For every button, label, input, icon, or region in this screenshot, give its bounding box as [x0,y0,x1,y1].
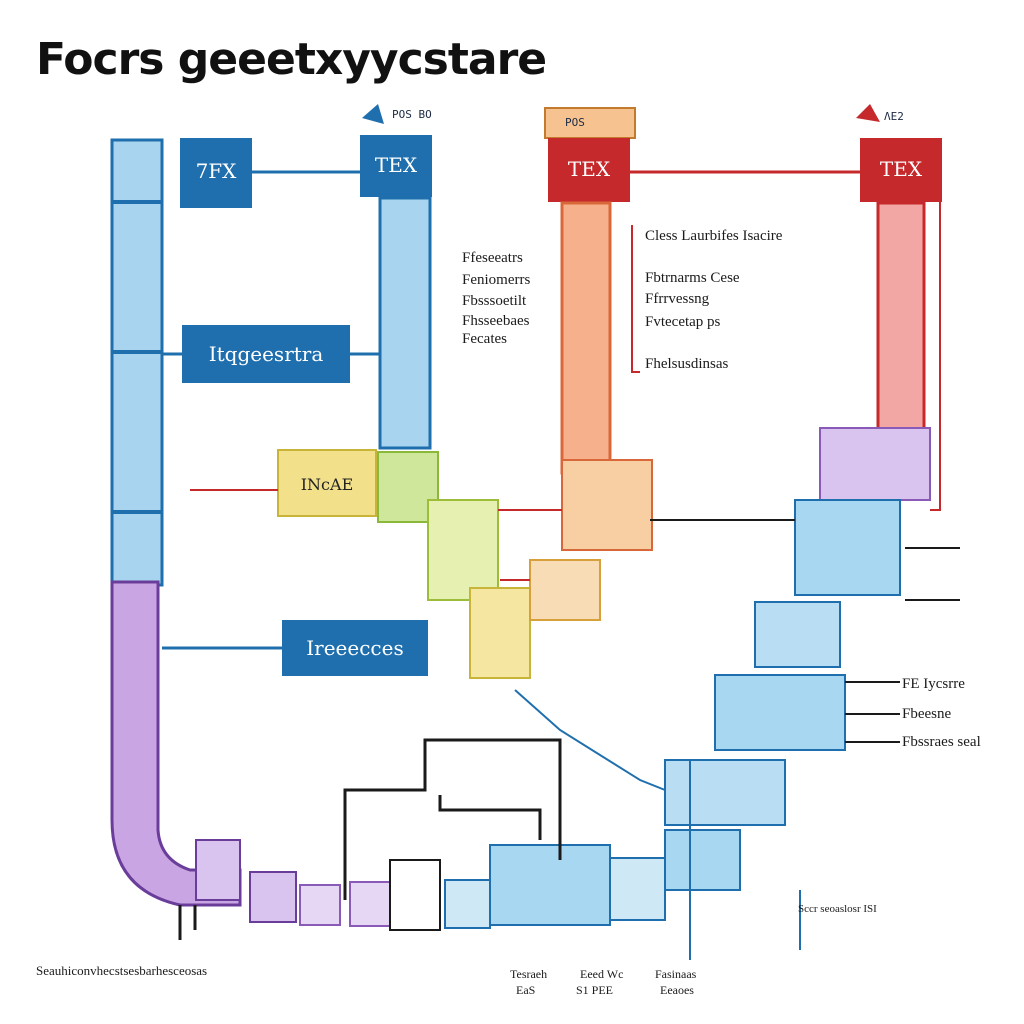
right-red-bracket [924,199,941,511]
center-red-cap [544,107,636,139]
center-list-item: Fecates [462,331,507,347]
yellow-box-label: INcAE [301,475,354,494]
right-list-item: Fhelsusdinsas [645,356,729,372]
yellow-box [277,449,377,517]
right-list-bracket [631,225,640,373]
left-header-box [180,138,252,208]
center-red-tag: POS [565,116,585,129]
footer-mid2-text-2: S1 PEE [576,983,613,997]
right-red-column [876,201,926,435]
center-blue-header [360,135,432,197]
connector-red-to-orange [498,509,562,581]
diagram-title: Focrs geeetxyycstare [36,34,547,85]
right-list-heading: Cless Laurbifes Isacire [645,228,783,244]
cyan-box-5 [664,829,741,891]
right-red-tag: ΛE2 [884,110,904,123]
connector-black-2 [438,795,542,840]
connector-blue-diag [514,689,666,791]
center-red-column [560,201,612,475]
footer-right-text-1: Fasinaas [655,967,697,981]
bottom-box-cyan-1 [444,879,491,929]
bottom-box-purple-2 [249,871,297,923]
right-red-header [860,138,942,202]
blue-middle-box-bottom-label: Ireeecces [306,636,403,660]
cyan-box-1 [794,499,901,596]
center-blue-header-label: TEX [375,153,418,177]
center-list-item: Feniomerrs [462,272,530,288]
connector-cyan [650,519,960,601]
yellow-box-2 [469,587,531,679]
left-column-divider-1 [112,200,162,204]
green-box-1 [377,451,439,523]
center-list-item: Fhsseebaes [462,313,530,329]
connector-black-4 [689,760,801,960]
cyan-box-2 [754,601,841,668]
center-text-list: Ffeseeatrs Feniomerrs Fbsssoetilt Fhssee… [462,250,530,347]
right-red-tag-icon [856,104,880,122]
center-blue-column [378,196,432,450]
cyan-box-4 [664,759,786,826]
blue-tag-arrow [362,104,384,124]
left-blue-column [110,138,164,587]
bottom-box-white [389,859,441,931]
center-orange-box-1 [561,459,653,551]
center-red-header [548,138,630,202]
right-text-list: Fbtrnarms Cese Ffrrvessng Fvtecetap ps F… [645,270,740,372]
right-purple-box [819,427,931,501]
footer-mid2-text-1: Eeed Wc [580,967,623,981]
right-side-label: FE Iycsrre [902,676,965,692]
footer-right-text-2: Eeaoes [660,983,694,997]
green-box-2 [427,499,499,601]
bottom-right-label: Sccr seoaslosr ISI [798,903,877,915]
right-list-item: Fbtrnarms Cese [645,270,740,286]
bottom-box-cyan-2 [489,844,611,926]
footer-mid-text-2: EaS [516,983,535,997]
connector-black-3 [178,905,197,940]
center-red-header-label: TEX [568,157,611,181]
right-red-header-label: TEX [880,157,923,181]
footer-mid-text-1: Tesraeh [510,967,547,981]
connector-black-1 [343,738,562,900]
right-list-item: Ffrrvessng [645,291,710,307]
center-orange-box-2 [529,559,601,621]
left-column-divider-2 [112,350,162,354]
blue-middle-box-top-label: Itqgeesrtra [209,342,324,366]
bottom-box-purple-1 [195,839,241,901]
blue-middle-box-top [182,325,350,383]
footer-left-text: Seauhiconvhecstsesbarhesceosas [36,963,207,978]
left-column-divider-3 [112,510,162,514]
left-header-box-label: 7FX [196,159,238,183]
cyan-box-3 [714,674,846,751]
right-side-label: Fbeesne [902,706,951,722]
center-blue-tag: POS BO [392,108,432,121]
bottom-box-purple-3 [299,884,341,926]
right-list-item: Fvtecetap ps [645,314,721,330]
bottom-box-cyan-3 [609,857,666,921]
blue-middle-box-bottom [282,620,428,676]
right-side-label: Fbssraes seal [902,734,981,750]
right-side-labels: FE Iycsrre Fbeesne Fbssraes seal [845,676,981,750]
center-list-item: Ffeseeatrs [462,250,523,266]
center-list-item: Fbsssoetilt [462,293,527,309]
bottom-box-purple-4 [349,881,391,927]
